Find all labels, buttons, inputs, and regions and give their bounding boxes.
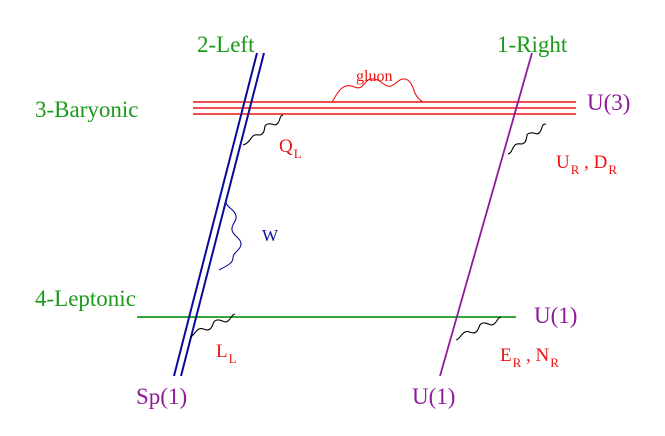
quark-r-u: U <box>556 152 570 173</box>
left-brane-stack <box>173 52 265 377</box>
quark-r-d: D <box>594 152 608 173</box>
quark-r-string <box>507 123 547 155</box>
quark-r-label: UR , DR <box>556 152 617 177</box>
lepton-r-sep: , <box>521 345 535 366</box>
left-line-1 <box>173 52 258 377</box>
left-line-2 <box>180 52 265 377</box>
quark-r-sep: , <box>579 152 593 173</box>
lepton-l-main: L <box>216 341 228 362</box>
lepton-l-label: LL <box>216 341 237 366</box>
baryonic-brane-stack <box>193 101 576 115</box>
quark-l-label: QL <box>279 136 302 161</box>
quark-l-main: Q <box>279 136 293 157</box>
w-boson-string <box>218 202 242 271</box>
lepton-r-e-sub: R <box>513 355 522 370</box>
quark-l-string <box>242 114 284 146</box>
quark-r-d-sub: R <box>608 162 617 177</box>
lepton-l-string <box>189 313 236 338</box>
group-label-baryonic: U(3) <box>587 90 630 115</box>
brane-label-baryonic: 3-Baryonic <box>35 97 138 122</box>
brane-label-leptonic: 4-Leptonic <box>35 286 136 311</box>
lepton-r-string <box>455 316 502 341</box>
gluon-string <box>331 78 424 103</box>
group-label-right: U(1) <box>412 384 455 409</box>
lepton-l-sub: L <box>229 351 237 366</box>
w-label: W <box>262 226 279 245</box>
lepton-r-label: ER , NR <box>500 345 559 370</box>
quark-r-u-sub: R <box>571 162 580 177</box>
lepton-r-n-sub: R <box>550 355 559 370</box>
group-label-left: Sp(1) <box>136 384 187 409</box>
lepton-r-e: E <box>500 345 512 366</box>
gluon-label: gluon <box>356 68 392 85</box>
lepton-r-n: N <box>536 345 550 366</box>
brane-label-left: 2-Left <box>197 32 255 57</box>
quark-l-sub: L <box>294 146 302 161</box>
brane-label-right: 1-Right <box>497 32 568 57</box>
right-brane <box>439 52 533 377</box>
group-label-leptonic: U(1) <box>534 303 577 328</box>
